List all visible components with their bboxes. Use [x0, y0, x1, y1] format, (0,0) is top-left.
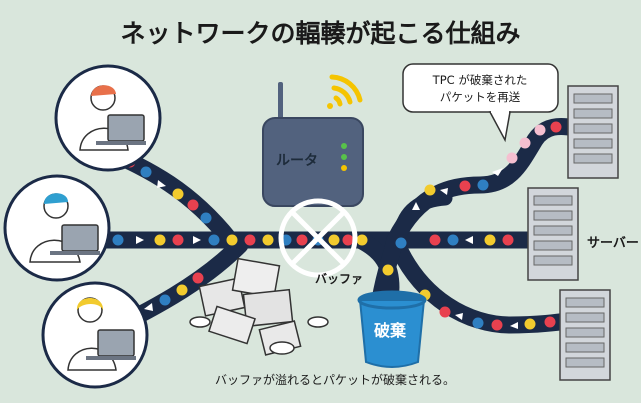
packet-pile-icon — [189, 257, 329, 356]
no-symbol-icon — [278, 198, 358, 278]
packet — [382, 264, 394, 276]
packet — [342, 234, 354, 246]
router-icon — [262, 82, 364, 207]
packet — [356, 234, 368, 246]
arrow-icon — [193, 236, 201, 244]
packet — [519, 137, 531, 149]
server-icon — [567, 85, 619, 179]
arrows — [136, 168, 518, 329]
laptop-icon — [107, 114, 145, 142]
packet — [172, 188, 184, 200]
arrow-icon — [455, 313, 463, 320]
page-title: ネットワークの輻輳が起こる仕組み — [120, 19, 521, 48]
buffer-label: バッファ — [315, 272, 364, 286]
arrow-icon — [136, 236, 144, 244]
packet — [187, 199, 199, 211]
caption: バッファが溢れるとパケットが破棄される。 — [215, 373, 456, 387]
packet — [447, 234, 459, 246]
packet — [244, 234, 256, 246]
arrow-icon — [465, 236, 473, 244]
trash-bin-icon — [357, 290, 427, 368]
packet — [524, 318, 536, 330]
server-icon — [527, 187, 579, 281]
packet — [472, 317, 484, 329]
bubble-text: TPC が破棄された パケットを再送 — [405, 72, 555, 106]
packet — [439, 306, 451, 318]
packet — [262, 234, 274, 246]
packet — [506, 152, 518, 164]
packet — [395, 237, 407, 249]
arrow-icon — [144, 303, 153, 311]
packet — [140, 166, 152, 178]
packet — [534, 124, 546, 136]
packet — [176, 284, 188, 296]
user-2 — [3, 174, 111, 282]
packet — [192, 272, 204, 284]
arrow-icon — [510, 322, 518, 329]
laptop-icon — [97, 329, 135, 357]
user-3 — [41, 281, 149, 389]
packet — [429, 234, 441, 246]
server-icon — [559, 289, 611, 381]
packet — [226, 234, 238, 246]
packet — [208, 234, 220, 246]
arrow-icon — [157, 180, 166, 188]
packet — [154, 234, 166, 246]
arrow-icon — [412, 202, 420, 210]
packet — [477, 179, 489, 191]
speech-bubble-icon — [402, 63, 559, 143]
wifi-icon — [327, 74, 363, 109]
packet — [112, 234, 124, 246]
packet — [491, 319, 503, 331]
packet — [328, 234, 340, 246]
packet — [502, 234, 514, 246]
packet — [484, 234, 496, 246]
router-label: ルータ — [276, 153, 318, 169]
arrow-icon — [440, 188, 448, 195]
packet — [550, 121, 562, 133]
packet — [200, 212, 212, 224]
packet — [296, 234, 308, 246]
arrow-icon — [492, 168, 503, 176]
discard-label: 破棄 — [374, 321, 407, 340]
laptop-icon — [61, 224, 99, 252]
packet — [544, 316, 556, 328]
server-label: サーバー — [587, 236, 639, 251]
packet — [424, 184, 436, 196]
packet — [172, 234, 184, 246]
packet — [459, 180, 471, 192]
bubble-line-2: パケットを再送 — [439, 90, 521, 104]
user-1 — [54, 64, 162, 172]
packet — [159, 294, 171, 306]
bubble-line-1: TPC が破棄された — [432, 73, 528, 87]
pipe-loop — [392, 190, 453, 243]
